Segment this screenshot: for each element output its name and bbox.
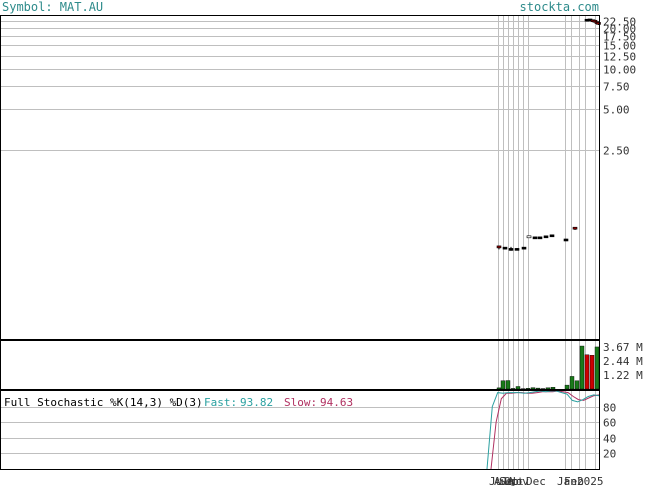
price-tick-label: 2.50	[603, 145, 630, 158]
volume-bar	[550, 387, 556, 390]
price-tick-label: 15.00	[603, 40, 636, 53]
stochastic-title: Full Stochastic %K(14,3) %D(3)	[4, 396, 203, 409]
stochastic-grid	[0, 407, 599, 454]
volume-tick-label: 1.22 M	[603, 369, 643, 382]
candle-body	[514, 248, 520, 251]
candle-body	[563, 238, 569, 242]
stochastic-tick-label: 20	[603, 448, 616, 461]
price-tick-label: 7.50	[603, 81, 630, 94]
price-axis-labels: 2.50 5.00 7.50 10.0012.5015.0017.5020.0022.…	[603, 16, 636, 158]
x-tick-label: Jul	[489, 475, 509, 486]
volume-bar	[505, 380, 511, 390]
price-tick-label: 22.50	[603, 16, 636, 29]
volume-axis-labels: 1.22 M2.44 M3.67 M	[603, 341, 643, 382]
fast-value: 93.82	[240, 396, 273, 409]
price-tick-label: 17.50	[603, 31, 636, 44]
fast-label: Fast:	[204, 396, 237, 409]
candle-body	[543, 235, 549, 239]
stochastic-vertical-grid	[498, 391, 596, 469]
volume-vertical-grid	[498, 341, 596, 389]
fast-line	[486, 390, 600, 470]
volume-bar	[510, 388, 516, 390]
price-panel-frame	[0, 15, 600, 340]
price-vertical-grid	[498, 16, 596, 339]
volume-tick-label: 2.44 M	[603, 355, 643, 368]
candle-body	[549, 234, 555, 238]
candle-body	[596, 22, 601, 25]
price-tick-label: 10.00	[603, 64, 636, 77]
x-tick-label: Aug	[494, 475, 514, 486]
volume-bar	[525, 388, 531, 390]
volume-bar	[574, 380, 580, 390]
candle-body	[496, 245, 502, 249]
x-tick-label: Sep	[499, 475, 519, 486]
x-tick-label: 2025	[577, 475, 604, 486]
volume-panel-frame	[0, 340, 600, 390]
volume-bar	[500, 380, 506, 390]
site-link[interactable]: stockta.com	[520, 0, 599, 14]
volume-bars	[496, 345, 600, 390]
slow-line	[490, 390, 600, 470]
stochastic-tick-label: 60	[603, 417, 616, 430]
volume-bar	[569, 376, 575, 390]
symbol-label: Symbol: MAT.AU	[2, 0, 103, 14]
stochastic-axis-labels: 20 40 60 80	[603, 402, 616, 461]
candle-body	[537, 236, 543, 240]
x-tick-label: Nov	[509, 475, 529, 486]
x-tick-label: Oct	[504, 475, 524, 486]
stochastic-panel-frame	[0, 390, 600, 470]
x-tick-label: Feb	[564, 475, 584, 486]
volume-bar	[496, 387, 502, 390]
stochastic-tick-label: 40	[603, 433, 616, 446]
price-tick-label: 12.50	[603, 51, 636, 64]
volume-bar	[594, 346, 600, 390]
candle-body	[502, 246, 508, 250]
volume-bar	[579, 345, 585, 390]
volume-bar	[515, 386, 521, 390]
volume-bar	[530, 387, 536, 390]
volume-tick-label: 3.67 M	[603, 341, 643, 354]
slow-value: 94.63	[320, 396, 353, 409]
slow-label: Slow:	[284, 396, 317, 409]
price-grid	[0, 21, 599, 151]
price-candles	[496, 18, 601, 251]
candle-body	[526, 235, 532, 239]
price-tick-label: 20.00	[603, 23, 636, 36]
volume-bar	[589, 355, 595, 390]
stochastic-tick-label: 80	[603, 402, 616, 415]
candle-body	[572, 226, 578, 230]
stochastic-lines	[486, 390, 600, 470]
price-tick-label: 5.00	[603, 104, 630, 117]
candle-body	[521, 246, 527, 250]
volume-bar	[564, 384, 570, 390]
volume-bar	[584, 354, 590, 390]
candle-body	[508, 248, 514, 251]
candle-body	[532, 236, 538, 240]
x-tick-label: Dec	[526, 475, 546, 486]
volume-bar	[545, 387, 551, 390]
x-tick-label: Jan	[557, 475, 577, 486]
volume-bar	[535, 387, 541, 390]
